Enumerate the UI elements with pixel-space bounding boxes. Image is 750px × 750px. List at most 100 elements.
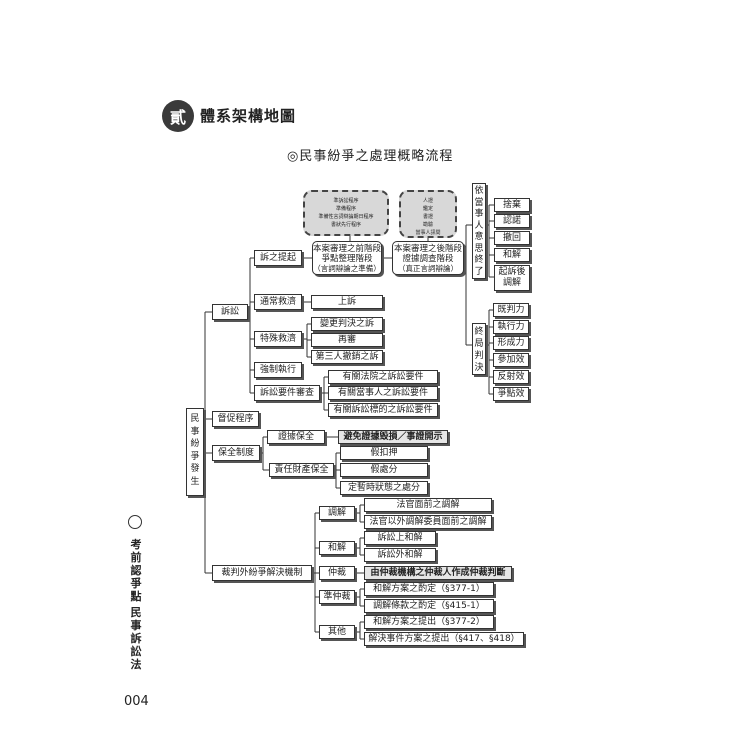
procedure-item: 書證 (422, 214, 433, 220)
page-number: 004 (124, 694, 149, 709)
vert-char: 事 (474, 209, 484, 219)
diagram-subtitle: ◎民事紛爭之處理概略流程 (287, 149, 454, 164)
item-appeal: 上訴 (311, 295, 383, 309)
item-evidence-disclosure: 避免證據毀損／事證開示 (338, 430, 448, 444)
item-third-party-revocation: 第三人撤銷之訴 (311, 350, 383, 364)
node-special: 特殊救濟 (254, 331, 302, 347)
node-property-preservation: 責任財產保全 (269, 463, 334, 477)
item-retrial: 再審 (311, 333, 383, 347)
node-appeal: 通常救濟 (254, 294, 302, 310)
sidebar-char: 訴 (130, 632, 142, 645)
sidebar-char: 認 (130, 564, 142, 577)
vert-char: 判 (474, 351, 484, 361)
sidebar-char: 訟 (130, 645, 142, 658)
procedure-item: 書狀先行程序 (330, 222, 361, 228)
procedure-item: 鑑定 (422, 206, 433, 212)
stage-note: （真正言詞辯論） (398, 264, 458, 273)
node-quasi-arbitration: 準仲裁 (319, 590, 355, 604)
item-label: 起訴後調解 (498, 267, 526, 288)
item-provisional-attachment: 假扣押 (340, 446, 428, 460)
effect-formative: 形成力 (493, 336, 529, 350)
vert-char: 終 (474, 255, 484, 265)
vert-char: 決 (474, 363, 484, 373)
effect-enforceability: 執行力 (493, 320, 529, 334)
req-court: 有關法院之訴訟要件 (328, 370, 438, 384)
root-char: 紛 (190, 439, 200, 449)
vert-char: 依 (474, 186, 484, 196)
vert-char: 局 (474, 339, 484, 349)
sidebar-char: 民 (130, 606, 142, 619)
vert-char: 思 (474, 243, 484, 254)
item-judge-mediation: 法官面前之調解 (364, 498, 492, 512)
sidebar-char: 事 (130, 619, 142, 632)
procedure-item: 準備程序 (335, 206, 356, 212)
vert-char: 了 (474, 266, 484, 277)
node-enforcement: 強制執行 (254, 362, 302, 378)
sidebar-char: 前 (130, 551, 142, 564)
item-mediation-terms: 調解條款之酌定（§415-1） (364, 599, 494, 613)
vert-char: 意 (474, 232, 484, 242)
item-arbitral-award: 由仲裁機構之仲裁人作成仲裁判斷 (364, 566, 512, 580)
item-withdrawal: 撤回 (494, 231, 530, 245)
node-filing: 訴之提起 (254, 250, 302, 266)
sidebar-subject: 民 事 訴 訟 法 (129, 606, 143, 671)
node-requirements-review: 訴訟要件審查 (254, 385, 320, 401)
sidebar-char: 點 (130, 590, 142, 603)
node-arbitration: 仲裁 (319, 566, 355, 580)
item-admission: 認諾 (494, 214, 530, 228)
root-char: 事 (190, 426, 200, 437)
sidebar-char: 法 (130, 658, 142, 671)
vert-char: 終 (474, 327, 484, 337)
stage-title: 本案審理之前階段 (313, 244, 382, 254)
pre-procedures-cloud: 準訴訟程序 準備程序 準備性言詞辯論期日程序 書狀先行程序 (303, 190, 389, 236)
item-settlement-proposal: 和解方案之提出（§377-2） (364, 615, 494, 629)
sidebar-char: 爭 (130, 577, 142, 590)
node-adr: 裁判外紛爭解決機制 (212, 565, 312, 581)
procedure-item: 準訴訟程序 (333, 198, 359, 204)
section-badge: 貳 (162, 100, 194, 132)
procedure-item: 準備性言詞辯論期日程序 (318, 214, 374, 220)
req-party: 有關當事人之訴訟要件 (328, 386, 438, 400)
item-settlement: 和解 (494, 248, 530, 262)
item-post-filing-mediation: 起訴後調解 (494, 265, 530, 291)
root-char: 生 (190, 476, 200, 487)
root-char: 民 (190, 414, 200, 424)
vert-char: 人 (474, 220, 484, 231)
node-settlement: 和解 (319, 541, 355, 555)
stage-title: 本案審理之後階段 (393, 244, 462, 254)
procedure-item: 勘驗 (422, 222, 433, 228)
stage-name: 爭點整理階段 (321, 254, 373, 264)
item-committee-mediation: 法官以外調解委員面前之調解 (364, 515, 492, 529)
node-preservation: 保全制度 (212, 445, 260, 461)
baseball-icon (128, 515, 142, 529)
post-procedures-cloud: 人證 鑑定 書證 勘驗 當事人訊問 (399, 190, 457, 238)
node-evidence-preservation: 證據保全 (267, 430, 325, 444)
stage-post: 本案審理之後階段 證據調查階段 （真正言詞辯論） (392, 241, 464, 275)
procedure-item: 人證 (422, 198, 433, 204)
item-judicial-settlement: 訴訟上和解 (364, 531, 436, 545)
sidebar-book-title: 考 前 認 爭 點 (129, 538, 143, 603)
node-others: 其他 (319, 625, 355, 639)
effect-issue-preclusion: 爭點效 (493, 387, 529, 401)
stage-pre: 本案審理之前階段 爭點整理階段 （言詞辯論之準備） (312, 241, 382, 275)
node-summons: 督促程序 (212, 411, 259, 427)
effect-participation: 參加效 (493, 353, 529, 367)
vert-char: 當 (474, 197, 484, 208)
item-resolution-proposal: 解決事件方案之提出（§417、§418） (364, 632, 524, 646)
termination-by-will: 依 當 事 人 意 思 終 了 (472, 183, 486, 279)
root-char: 爭 (190, 451, 200, 462)
item-provisional-disposition: 假處分 (340, 463, 428, 477)
item-change-judgment: 變更判決之訴 (311, 317, 383, 331)
effect-reflexive: 反射效 (493, 370, 529, 384)
effect-res-judicata: 既判力 (493, 303, 529, 317)
sidebar-char: 考 (130, 538, 142, 551)
termination-by-judgment: 終 局 判 決 (472, 323, 486, 375)
node-litigation: 訴訟 (212, 304, 248, 320)
procedure-item: 當事人訊問 (415, 230, 441, 236)
item-settlement-plan: 和解方案之酌定（§377-1） (364, 582, 494, 596)
root-char: 發 (190, 464, 200, 474)
item-waiver: 捨棄 (494, 198, 530, 212)
item-interim-status: 定暫時狀態之處分 (340, 481, 428, 495)
root-node: 民 事 紛 爭 發 生 (186, 408, 204, 496)
